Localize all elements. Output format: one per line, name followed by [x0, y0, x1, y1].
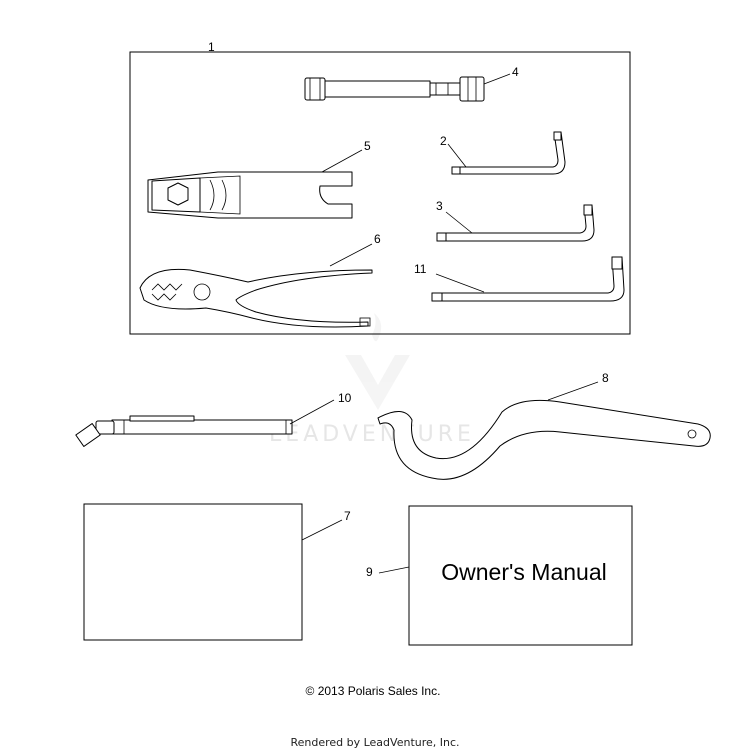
- hex-key-medium-part: [436, 204, 595, 242]
- hex-key-small-part: [451, 131, 566, 175]
- socket-extension-part: [304, 76, 485, 102]
- callout-4: 4: [512, 65, 519, 79]
- owners-manual-title: Owner's Manual: [441, 559, 606, 585]
- card-part: [83, 503, 303, 641]
- callout-9: 9: [366, 565, 373, 579]
- watermark-text: LEADVENTURE: [269, 422, 475, 447]
- callout-11: 11: [414, 262, 427, 276]
- callout-3: 3: [436, 199, 443, 213]
- pliers-part: [139, 268, 373, 328]
- combination-wrench-part: [147, 171, 353, 219]
- callout-6: 6: [374, 232, 381, 246]
- hex-key-large-part: [431, 256, 625, 302]
- rendered-by-notice: Rendered by LeadVenture, Inc.: [290, 736, 459, 749]
- tool-kit-box: [129, 51, 631, 335]
- callout-2: 2: [440, 134, 447, 148]
- watermark-logo: [345, 313, 410, 410]
- spark-plug-tool-part: [75, 415, 293, 447]
- callout-5: 5: [364, 139, 371, 153]
- callout-7: 7: [344, 509, 351, 523]
- owners-manual-part: [408, 505, 633, 646]
- copyright-notice: © 2013 Polaris Sales Inc.: [306, 684, 441, 698]
- callout-10: 10: [338, 391, 352, 405]
- spanner-wrench-part: [377, 399, 711, 480]
- callout-1: 1: [208, 40, 215, 54]
- callout-8: 8: [602, 371, 609, 385]
